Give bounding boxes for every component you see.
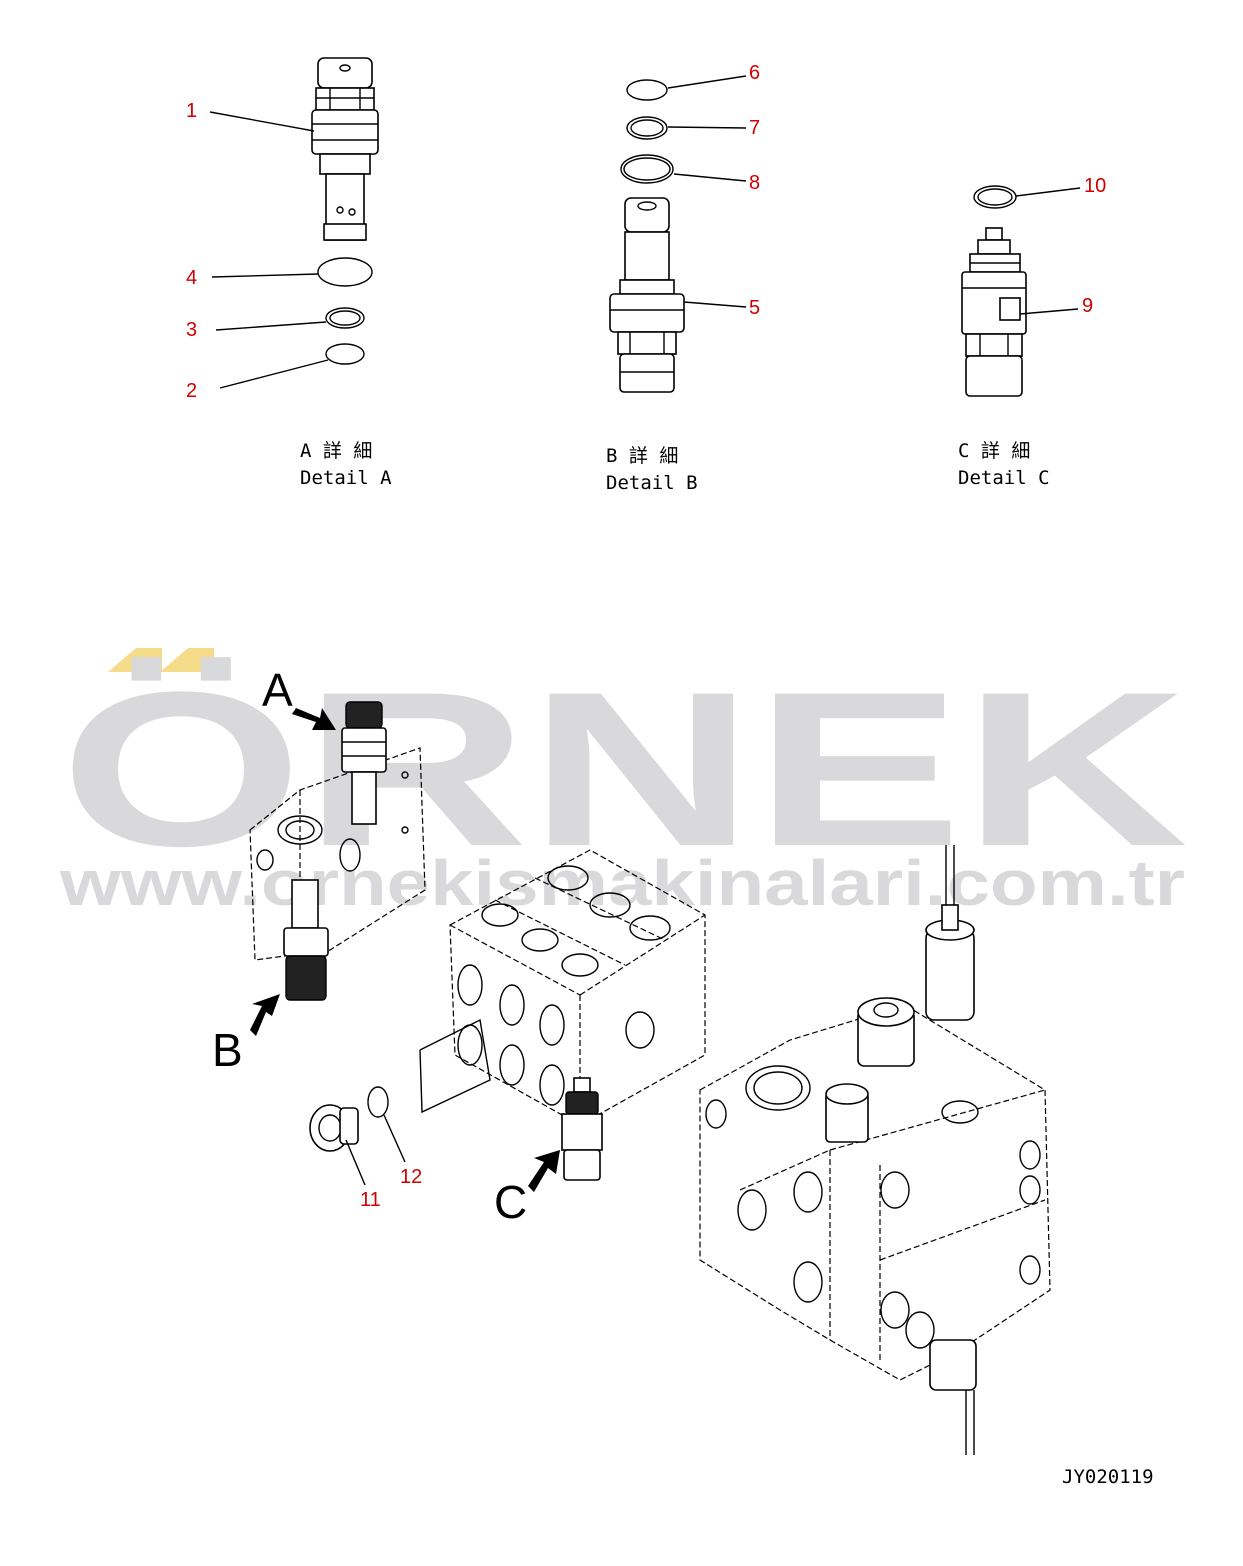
part-8-o-ring-inner: [623, 157, 671, 181]
leader-4: [211, 273, 319, 278]
part-10-o-ring-inner: [977, 188, 1013, 206]
callout-2: 2: [186, 380, 197, 402]
watermark-url: www.ornekismakinalari.com.tr: [59, 847, 1185, 919]
callout-11: 11: [360, 1189, 381, 1211]
watermark-brand: ÖRNEK: [60, 646, 1188, 892]
leader-12: [383, 1114, 406, 1163]
part-3-o-ring-inner: [329, 310, 361, 326]
leader-10: [1015, 187, 1081, 197]
part-4-o-ring: [317, 257, 373, 287]
watermark-accent-right: [160, 648, 214, 672]
callout-9: 9: [1082, 295, 1093, 317]
part-12-o-ring: [367, 1086, 389, 1118]
installed-valve-c: [561, 1077, 603, 1181]
callout-1: 1: [186, 100, 197, 122]
detail-c-caption-jp: C 詳 細: [958, 440, 1030, 462]
callout-10: 10: [1084, 175, 1106, 197]
callout-5: 5: [749, 297, 760, 319]
callout-8: 8: [749, 172, 760, 194]
callout-12: 12: [400, 1166, 422, 1188]
detail-c-caption-en: Detail C: [958, 467, 1050, 489]
detail-b-caption-en: Detail B: [606, 472, 698, 494]
view-label-c: C: [494, 1176, 527, 1228]
part-8-o-ring: [620, 154, 674, 184]
detail-a-caption-en: Detail A: [300, 467, 392, 489]
leader-6: [667, 75, 747, 89]
part-1-valve: [311, 57, 379, 241]
callout-7: 7: [749, 117, 760, 139]
end-block: [249, 747, 426, 961]
part-5-valve: [609, 197, 685, 393]
watermark-accent-left: [108, 648, 162, 672]
installed-valve-b: [283, 879, 329, 1001]
view-label-a: A: [262, 664, 293, 716]
part-11-plug: [309, 1104, 359, 1152]
view-arrow-b: [250, 994, 280, 1036]
control-valve-body: [699, 845, 1051, 1455]
part-2-o-ring: [325, 343, 365, 365]
detail-c: 10 9 C 詳 細 Detail C: [958, 175, 1106, 489]
leader-9: [1019, 308, 1079, 315]
leader-3: [215, 321, 327, 331]
leader-7: [667, 126, 747, 129]
leader-8: [673, 173, 747, 182]
part-7-o-ring-inner: [630, 119, 664, 137]
part-7-o-ring: [626, 116, 668, 140]
part-3-o-ring: [325, 307, 365, 329]
detail-a-caption-jp: A 詳 細: [300, 440, 372, 462]
view-arrow-a: [292, 708, 336, 730]
view-label-b: B: [212, 1024, 243, 1076]
callout-4: 4: [186, 267, 197, 289]
callout-6: 6: [749, 62, 760, 84]
leader-5: [683, 301, 747, 308]
watermark: ÖRNEK www.ornekismakinalari.com.tr: [59, 646, 1188, 919]
main-assembly: 11 12: [212, 664, 1051, 1455]
installed-valve-a: [341, 701, 387, 825]
callout-3: 3: [186, 319, 197, 341]
detail-a: 1 4 3 2 A 詳 細 Detail A: [186, 57, 392, 489]
view-arrow-c: [528, 1150, 560, 1192]
part-9-valve: [961, 227, 1027, 397]
leader-2: [219, 359, 329, 389]
leader-1: [209, 111, 315, 132]
part-10-o-ring: [973, 185, 1017, 209]
part-6-o-ring: [626, 79, 668, 101]
detail-b-caption-jp: B 詳 細: [606, 445, 678, 467]
drawing-code: JY020119: [1062, 1466, 1154, 1488]
leader-11: [345, 1139, 366, 1186]
detail-b: 6 7 8 5 B 詳 細 Detail B: [606, 62, 760, 494]
